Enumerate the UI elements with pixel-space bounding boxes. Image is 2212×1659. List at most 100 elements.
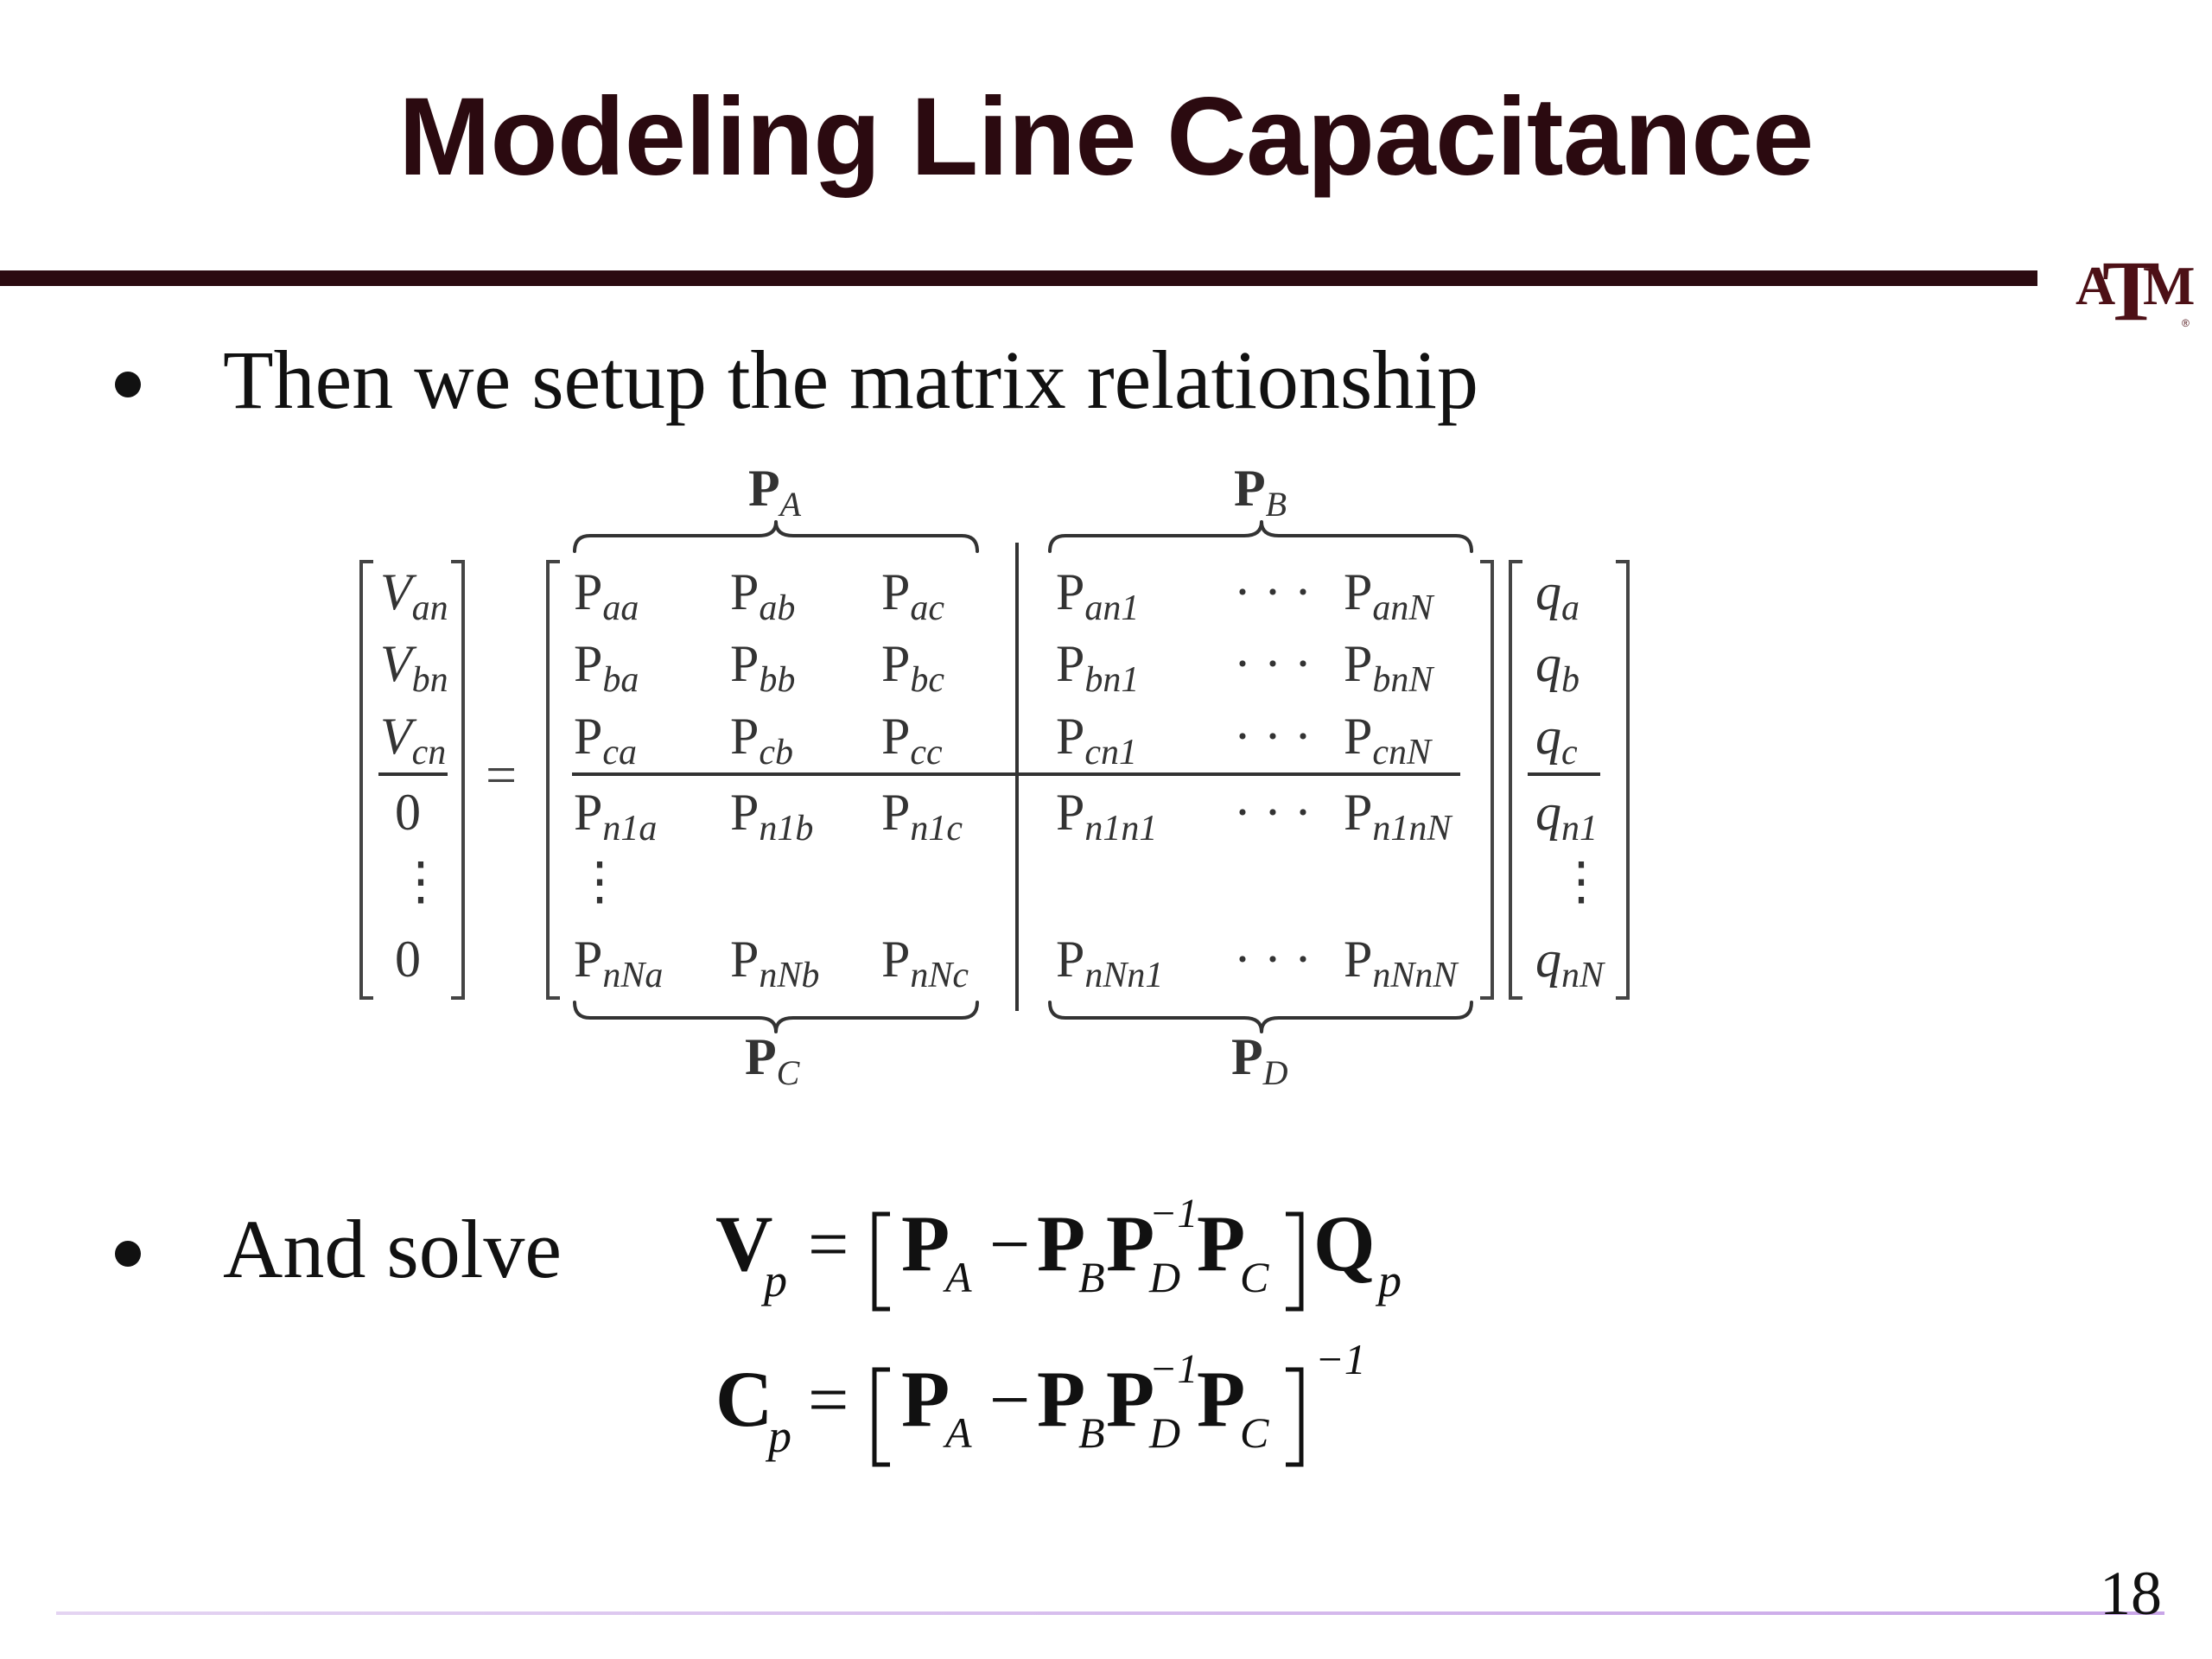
- svg-text:P: P: [901, 1199, 950, 1287]
- svg-text:P: P: [1197, 1199, 1245, 1287]
- matrix-cell-r0-c2: Pac: [881, 563, 944, 628]
- rhs-entry-5: qnN: [1535, 931, 1605, 995]
- svg-text:B: B: [1078, 1408, 1105, 1457]
- matrix-cell-r5-c5: PnNnN: [1344, 931, 1459, 995]
- matrix-cell-r3-c0: Pn1a: [574, 784, 657, 849]
- bullet-1-text: Then we setup the matrix relationship: [223, 334, 1478, 426]
- label-pc: PC: [745, 1028, 801, 1092]
- svg-text:A: A: [943, 1408, 972, 1457]
- bullet-2-text: And solve: [223, 1203, 562, 1295]
- matrix-cell-r0-c4: · · ·: [1234, 563, 1312, 620]
- slide-title: Modeling Line Capacitance: [398, 75, 1814, 199]
- lhs-entry-1: Vbn: [380, 635, 448, 700]
- rhs-bracket-right: [1616, 560, 1630, 1000]
- svg-text:p: p: [760, 1255, 787, 1306]
- matrix-cell-r1-c1: Pbb: [730, 635, 795, 700]
- brace-pd: [1048, 1001, 1473, 1033]
- matrix-equals: =: [486, 744, 517, 805]
- matrix-cell-r0-c1: Pab: [730, 563, 795, 628]
- matrix-cell-r5-c1: PnNb: [730, 931, 819, 995]
- matrix-cell-r0-c0: Paa: [574, 563, 639, 628]
- rhs-entry-3: qn1: [1535, 784, 1598, 849]
- rhs-entry-0: qa: [1535, 563, 1580, 628]
- brace-pa: [573, 520, 979, 553]
- matrix-cell-r5-c3: PnNn1: [1056, 931, 1163, 995]
- svg-text:−: −: [989, 1360, 1030, 1440]
- svg-text:A: A: [943, 1253, 972, 1301]
- matrix-cell-r1-c0: Pba: [574, 635, 639, 700]
- lhs-entry-0: Van: [380, 563, 448, 628]
- lhs-entry-4: ⋮: [395, 853, 447, 910]
- svg-text:C: C: [1240, 1408, 1269, 1457]
- svg-text:B: B: [1078, 1253, 1105, 1301]
- footer-divider: [56, 1611, 2164, 1615]
- rhs-bracket-left: [1509, 560, 1522, 1000]
- svg-text:P: P: [1037, 1199, 1085, 1287]
- svg-text:−: −: [989, 1205, 1030, 1285]
- brace-pc: [573, 1001, 979, 1033]
- matrix-equation: PA PB PC PD =: [359, 460, 1630, 1092]
- svg-text:−1: −1: [1149, 1346, 1198, 1392]
- matrix-cell-r3-c1: Pn1b: [730, 784, 813, 849]
- svg-text:p: p: [765, 1410, 791, 1462]
- logo-letter-m: M: [2143, 255, 2195, 316]
- lhs-entry-5: 0: [395, 931, 421, 988]
- svg-text:V: V: [715, 1199, 772, 1287]
- matrix-cell-r2-c1: Pcb: [730, 708, 793, 772]
- svg-text:p: p: [1375, 1255, 1402, 1306]
- matrix-cell-r3-c3: Pn1n1: [1056, 784, 1157, 849]
- svg-text:P: P: [901, 1355, 950, 1443]
- rhs-entry-4: ⋮: [1555, 853, 1607, 910]
- svg-text:P: P: [1197, 1355, 1245, 1443]
- matrix-cell-r1-c2: Pbc: [881, 635, 944, 700]
- matrix-cell-r2-c2: Pcc: [881, 708, 943, 772]
- matrix-cell-r0-c5: PanN: [1344, 563, 1434, 628]
- svg-text:Q: Q: [1313, 1199, 1376, 1287]
- svg-text:D: D: [1148, 1253, 1180, 1301]
- svg-text:=: =: [808, 1205, 849, 1285]
- equation-vp: V p = P A − P B P −1 D P C Q p: [715, 1191, 1402, 1312]
- matrix-cell-r3-c4: · · ·: [1234, 784, 1312, 841]
- logo-registered: ®: [2182, 317, 2190, 329]
- svg-text:−1: −1: [1315, 1335, 1366, 1383]
- matrix-cell-r2-c0: Pca: [574, 708, 637, 772]
- rhs-entry-2: qc: [1535, 708, 1578, 772]
- matrix-cell-r2-c3: Pcn1: [1056, 708, 1137, 772]
- label-pa: PA: [748, 460, 802, 524]
- brace-pb: [1048, 520, 1473, 553]
- rhs-entry-1: qb: [1535, 635, 1580, 700]
- p-bracket-left: [546, 560, 560, 1000]
- lhs-bracket-left: [359, 560, 373, 1000]
- equation-cp: C p = P A − P B P −1 D P C −1: [715, 1335, 1366, 1467]
- matrix-cell-r1-c4: · · ·: [1234, 635, 1312, 692]
- matrix-cell-r1-c3: Pbn1: [1056, 635, 1139, 700]
- svg-text:P: P: [1106, 1199, 1154, 1287]
- bullet-2-dot: [115, 1241, 141, 1267]
- logo-letter-t: T: [2102, 243, 2160, 333]
- svg-text:C: C: [1240, 1253, 1269, 1301]
- lhs-bracket-right: [451, 560, 465, 1000]
- svg-text:C: C: [715, 1355, 772, 1443]
- matrix-cell-r5-c0: PnNa: [574, 931, 663, 995]
- label-pd: PD: [1231, 1028, 1288, 1092]
- matrix-cell-r1-c5: PbnN: [1344, 635, 1434, 700]
- matrix-cell-r2-c5: PcnN: [1344, 708, 1433, 772]
- matrix-cell-r3-c2: Pn1c: [881, 784, 963, 849]
- matrix-cell-r5-c4: · · ·: [1234, 931, 1312, 988]
- atm-logo: A T M ®: [2075, 243, 2195, 333]
- svg-text:−1: −1: [1149, 1191, 1198, 1236]
- bullet-1-dot: [115, 372, 141, 397]
- matrix-cell-r5-c2: PnNc: [881, 931, 969, 995]
- lhs-entry-2: Vcn: [380, 708, 446, 772]
- svg-text:P: P: [1037, 1355, 1085, 1443]
- p-bracket-right: [1480, 560, 1494, 1000]
- page-number: 18: [2100, 1559, 2162, 1628]
- label-pb: PB: [1234, 460, 1287, 524]
- svg-text:D: D: [1148, 1408, 1180, 1457]
- svg-text:P: P: [1106, 1355, 1154, 1443]
- lhs-entry-3: 0: [395, 784, 421, 841]
- matrix-cell-r3-c5: Pn1nN: [1344, 784, 1452, 849]
- matrix-cell-r4-c0: ⋮: [574, 853, 626, 910]
- matrix-cell-r0-c3: Pan1: [1056, 563, 1139, 628]
- matrix-cell-r2-c4: · · ·: [1234, 708, 1312, 765]
